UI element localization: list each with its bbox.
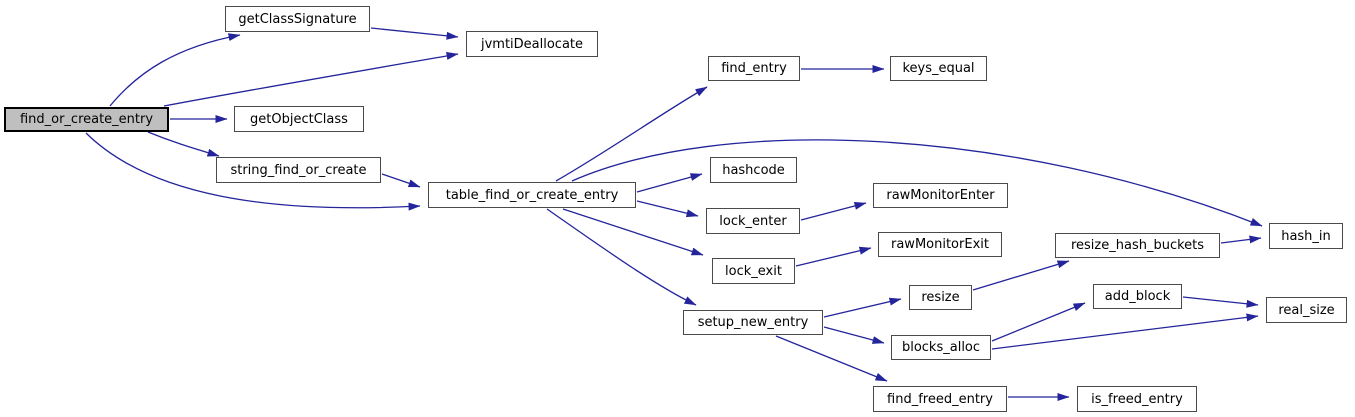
- edge-setup_new_entry-blocks_alloc: [823, 326, 885, 344]
- node-lock_exit[interactable]: lock_exit: [712, 258, 795, 284]
- node-find_freed_entry[interactable]: find_freed_entry: [873, 386, 1007, 412]
- edge-find_or_create_entry-table_find_or_create_entry: [85, 132, 421, 211]
- node-keys_equal[interactable]: keys_equal: [890, 56, 987, 81]
- node-string_find_or_create[interactable]: string_find_or_create: [216, 157, 381, 183]
- edge-lock_enter-rawMonitorEnter: [800, 202, 867, 221]
- edge-string_find_or_create-table_find_or_create_entry: [381, 173, 421, 188]
- edge-blocks_alloc-add_block: [991, 302, 1086, 342]
- node-rawMonitorExit[interactable]: rawMonitorExit: [878, 232, 1002, 257]
- edge-add_block-real_size: [1182, 296, 1259, 308]
- node-setup_new_entry[interactable]: setup_new_entry: [683, 310, 823, 335]
- edge-resize_hash_buckets-hash_in: [1220, 235, 1262, 244]
- node-blocks_alloc[interactable]: blocks_alloc: [891, 335, 991, 360]
- node-resize[interactable]: resize: [909, 285, 972, 310]
- node-rawMonitorEnter[interactable]: rawMonitorEnter: [873, 183, 1008, 208]
- edge-table_find_or_create_entry-find_entry: [555, 86, 708, 182]
- node-getClassSignature[interactable]: getClassSignature: [225, 6, 370, 32]
- edge-resize-resize_hash_buckets: [972, 260, 1070, 291]
- edge-table_find_or_create_entry-hash_in: [571, 139, 1263, 227]
- edge-find_or_create_entry-getClassSignature: [109, 33, 241, 107]
- edge-table_find_or_create_entry-setup_new_entry: [546, 208, 697, 306]
- edge-getClassSignature-jvmtiDeallocate: [370, 27, 459, 40]
- node-find_entry[interactable]: find_entry: [708, 56, 800, 81]
- node-hashcode[interactable]: hashcode: [710, 157, 797, 183]
- node-add_block[interactable]: add_block: [1093, 284, 1182, 309]
- edge-blocks_alloc-real_size: [991, 313, 1259, 350]
- edge-setup_new_entry-resize: [823, 297, 902, 318]
- edge-setup_new_entry-find_freed_entry: [775, 335, 888, 382]
- node-is_freed_entry[interactable]: is_freed_entry: [1077, 386, 1197, 412]
- edge-table_find_or_create_entry-hashcode: [636, 173, 703, 193]
- node-hash_in[interactable]: hash_in: [1269, 223, 1343, 249]
- edge-lock_exit-rawMonitorExit: [795, 246, 872, 267]
- edge-find_or_create_entry-string_find_or_create: [147, 131, 220, 157]
- node-table_find_or_create_entry[interactable]: table_find_or_create_entry: [428, 182, 636, 208]
- node-lock_enter[interactable]: lock_enter: [706, 208, 800, 234]
- node-resize_hash_buckets[interactable]: resize_hash_buckets: [1055, 233, 1220, 258]
- edge-table_find_or_create_entry-lock_exit: [562, 208, 704, 256]
- node-real_size[interactable]: real_size: [1266, 297, 1347, 323]
- node-jvmtiDeallocate[interactable]: jvmtiDeallocate: [466, 31, 598, 57]
- edge-table_find_or_create_entry-lock_enter: [636, 200, 699, 218]
- node-find_or_create_entry: find_or_create_entry: [4, 107, 169, 132]
- node-getObjectClass[interactable]: getObjectClass: [234, 106, 364, 132]
- edge-find_or_create_entry-jvmtiDeallocate: [163, 52, 459, 107]
